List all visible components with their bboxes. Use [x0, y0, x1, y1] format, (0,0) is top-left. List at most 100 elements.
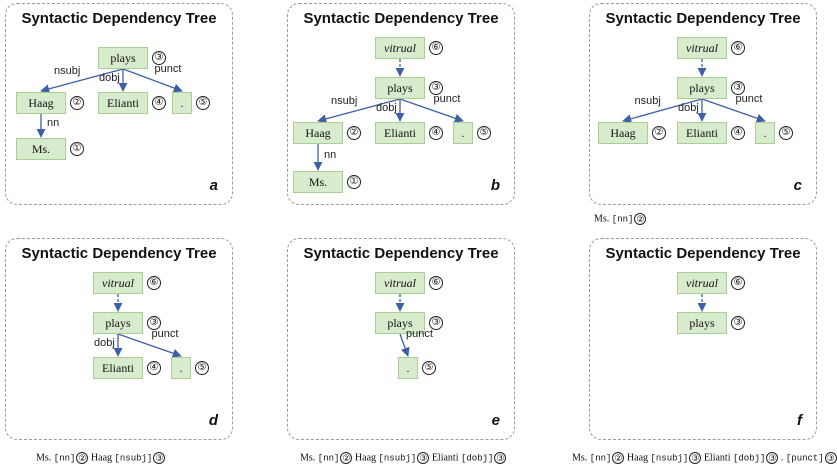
panel-title: Syntactic Dependency Tree: [303, 245, 499, 262]
node-index-haag: ②: [70, 96, 84, 110]
seq-relation: [punct]: [785, 453, 824, 464]
edge-label-nsubj: nsubj: [331, 94, 358, 107]
panel-title: Syntactic Dependency Tree: [21, 10, 217, 27]
edge-plays-dot: [117, 333, 182, 358]
node-elianti: Elianti: [375, 122, 425, 144]
panel-label: a: [209, 177, 218, 194]
seq-word: Ms.: [572, 452, 588, 464]
seq-index: ②: [612, 452, 625, 464]
seq-index: ②: [634, 213, 647, 225]
edge-plays-dot: [701, 98, 766, 123]
edge-layer: [395, 294, 410, 357]
seq-word: Ms.: [300, 452, 316, 464]
node-plays: plays: [375, 312, 425, 334]
seq-index: ③: [689, 452, 702, 464]
seq-relation: [dobj]: [733, 453, 766, 464]
node-dot: .: [398, 357, 418, 379]
node-index-elianti: ④: [152, 96, 166, 110]
node-virtual: vitrual: [677, 37, 727, 59]
edge-layer: [622, 59, 766, 124]
seq-relation: [nn]: [589, 453, 612, 464]
node-index-elianti: ④: [429, 126, 443, 140]
seq-word: Haag: [626, 452, 649, 464]
node-ms: Ms.: [16, 138, 66, 160]
edge-layer: [113, 294, 182, 358]
node-index-dot: ⑤: [779, 126, 793, 140]
panel-title: Syntactic Dependency Tree: [303, 10, 499, 27]
seq-relation: [nsubj]: [650, 453, 689, 464]
seq-index: ②: [340, 452, 353, 464]
node-haag: Haag: [293, 122, 343, 144]
node-index-virtual: ⑥: [147, 276, 161, 290]
node-index-haag: ②: [347, 126, 361, 140]
seq-relation: [nsubj]: [378, 453, 417, 464]
seq-separator: .: [780, 452, 784, 464]
edge-label-nn: nn: [47, 117, 60, 129]
node-plays: plays: [93, 312, 143, 334]
node-index-ms: ①: [347, 175, 361, 189]
edge-label-dobj: dobj: [376, 101, 397, 114]
edge-plays-haag: [40, 68, 124, 94]
seq-word: Haag: [354, 452, 377, 464]
edge-label-nsubj: nsubj: [634, 94, 661, 107]
seq-word: Ms.: [36, 452, 52, 464]
edge-label-punct: punct: [433, 92, 461, 105]
node-dot: .: [172, 92, 192, 114]
panel-title: Syntactic Dependency Tree: [21, 245, 217, 262]
seq-index: ③: [417, 452, 430, 464]
node-haag: Haag: [598, 122, 648, 144]
seq-relation: [nn]: [611, 214, 634, 225]
seq-index: ③: [824, 452, 837, 464]
edge-plays-dot: [399, 98, 464, 123]
panel-title: Syntactic Dependency Tree: [605, 245, 801, 262]
node-index-dot: ⑤: [196, 96, 210, 110]
node-index-plays: ③: [147, 316, 161, 330]
edge-layer: [36, 68, 183, 138]
edge-label-punct: punct: [151, 327, 179, 340]
node-ms: Ms.: [293, 171, 343, 193]
node-index-dot: ⑤: [422, 361, 436, 375]
seq-relation: [dobj]: [461, 453, 494, 464]
panel-label: d: [208, 412, 218, 429]
edge-label-dobj: dobj: [99, 71, 120, 84]
panel-label: e: [491, 412, 500, 429]
sequence-e: Ms. [nn]② Haag [nsubj]③ Elianti [dobj]③: [300, 452, 507, 464]
node-plays: plays: [677, 312, 727, 334]
edge-label-punct: punct: [735, 92, 763, 105]
node-haag: Haag: [16, 92, 66, 114]
seq-index: ③: [153, 452, 166, 464]
edge-label-dobj: dobj: [94, 336, 115, 349]
node-index-haag: ②: [652, 126, 666, 140]
sequence-c: Ms. [nn]②: [594, 213, 647, 225]
node-index-elianti: ④: [147, 361, 161, 375]
node-index-plays: ③: [731, 316, 745, 330]
edge-plays-haag: [317, 98, 401, 124]
seq-word: Elianti: [703, 452, 731, 464]
edge-plays-haag: [622, 98, 703, 124]
seq-index: ②: [76, 452, 89, 464]
panel-label: f: [797, 412, 802, 429]
seq-word: Ms.: [594, 213, 610, 225]
node-index-plays: ③: [152, 51, 166, 65]
node-index-virtual: ⑥: [731, 41, 745, 55]
node-index-dot: ⑤: [195, 361, 209, 375]
panel-label: b: [490, 177, 500, 194]
node-virtual: vitrual: [93, 272, 143, 294]
edge-label-punct: punct: [406, 327, 433, 340]
edge-layer: [697, 294, 707, 312]
seq-relation: [nsubj]: [114, 453, 153, 464]
node-index-ms: ①: [70, 142, 84, 156]
node-plays: plays: [98, 47, 148, 69]
node-index-plays: ③: [429, 81, 443, 95]
panel-label: c: [793, 177, 802, 194]
node-index-dot: ⑤: [477, 126, 491, 140]
edge-label-dobj: dobj: [678, 101, 699, 114]
seq-word: Elianti: [431, 452, 459, 464]
node-index-plays: ③: [731, 81, 745, 95]
